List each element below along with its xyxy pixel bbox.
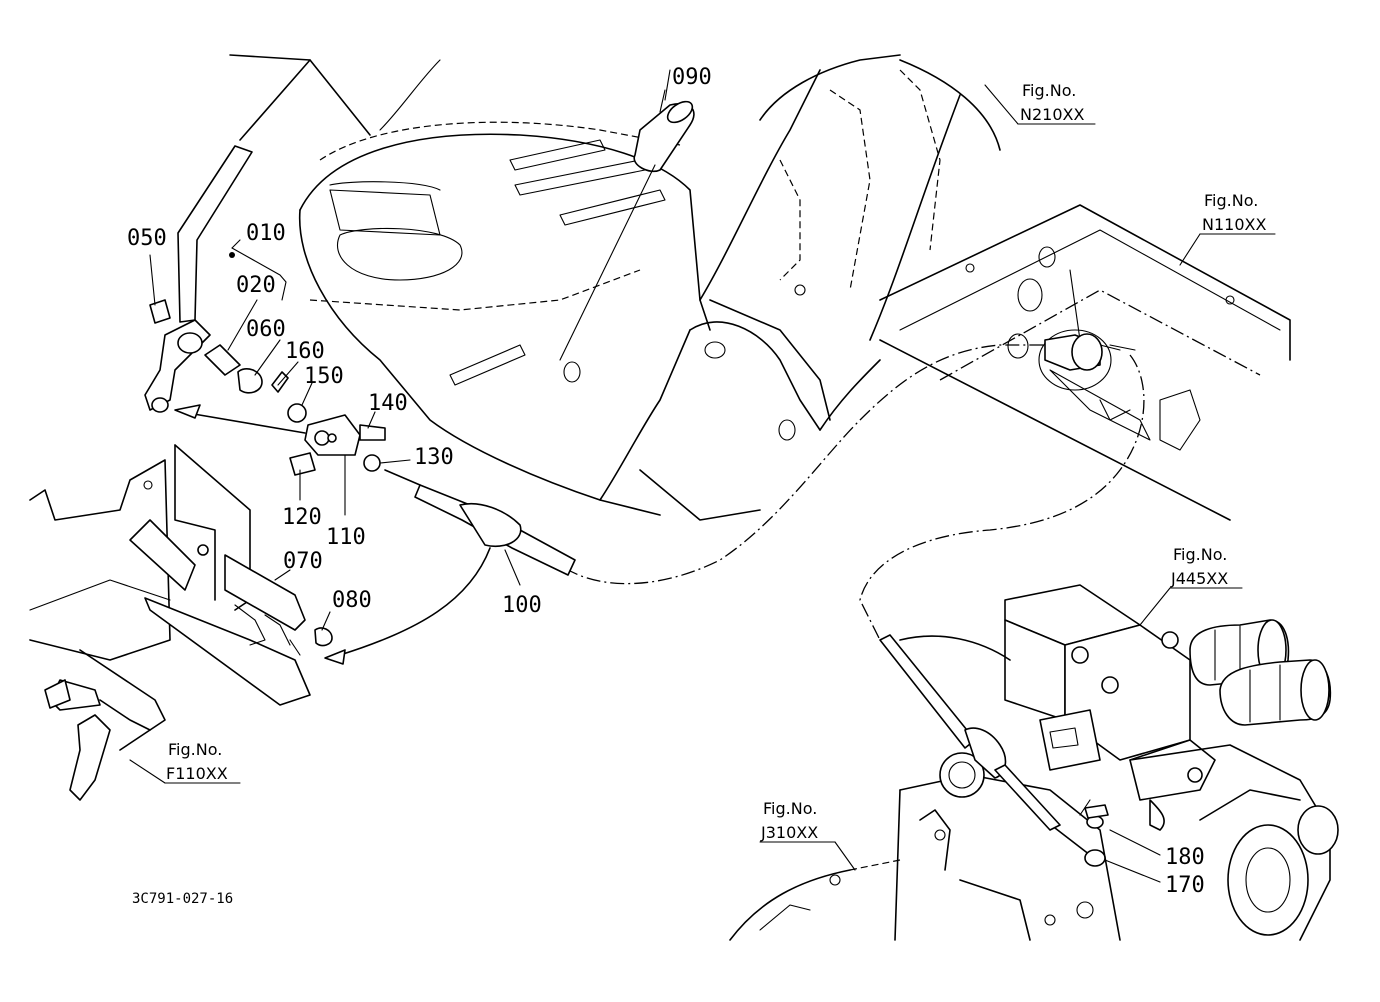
fig-ref-n110-code: N110XX xyxy=(1202,215,1266,234)
shift-knob-090 xyxy=(559,69,695,361)
figure-ref-leaders xyxy=(129,84,1276,871)
label-160: 160 xyxy=(285,339,325,364)
label-180: 180 xyxy=(1165,845,1205,870)
fig-ref-n110-title: Fig.No. xyxy=(1204,191,1258,210)
leader-lines xyxy=(149,89,1161,883)
label-070: 070 xyxy=(283,549,323,574)
cable-routing xyxy=(564,344,1145,641)
label-060: 060 xyxy=(246,317,286,342)
part-labels: 010 020 050 060 070 080 090 100 110 120 … xyxy=(127,65,1205,898)
fig-ref-f110-code: F110XX xyxy=(166,764,228,783)
bracket-pedal xyxy=(29,444,333,801)
label-170: 170 xyxy=(1165,873,1205,898)
label-130: 130 xyxy=(414,445,454,470)
label-140: 140 xyxy=(368,391,408,416)
fig-ref-n210-code: N210XX xyxy=(1020,105,1084,124)
fig-ref-j310-title: Fig.No. xyxy=(763,799,817,818)
label-150: 150 xyxy=(304,364,344,389)
transmission-housing xyxy=(729,635,1339,941)
label-100: 100 xyxy=(502,593,542,618)
valve-assembly xyxy=(1004,584,1332,831)
fig-ref-n210-title: Fig.No. xyxy=(1022,81,1076,100)
lever-assembly xyxy=(144,54,576,665)
figure-refs: Fig.No. N210XX Fig.No. N110XX Fig.No. J4… xyxy=(166,81,1266,842)
label-080: 080 xyxy=(332,588,372,613)
label-020: 020 xyxy=(236,273,276,298)
lower-cable-end xyxy=(879,634,1109,867)
label-120: 120 xyxy=(282,505,322,530)
rear-fender-outline xyxy=(699,54,1001,431)
label-110: 110 xyxy=(326,525,366,550)
fender-seat-outline xyxy=(298,121,831,521)
cable-grommet xyxy=(1007,329,1136,391)
fig-ref-f110-title: Fig.No. xyxy=(168,740,222,759)
label-010: 010 xyxy=(246,221,286,246)
drawing-code: 3C791-027-16 xyxy=(132,891,233,907)
platform-deck xyxy=(879,204,1291,521)
label-090: 090 xyxy=(672,65,712,90)
fig-ref-j445-code: J445XX xyxy=(1170,569,1228,588)
label-050: 050 xyxy=(127,226,167,251)
fig-ref-j310-code: J310XX xyxy=(760,823,818,842)
fig-ref-j445-title: Fig.No. xyxy=(1173,545,1227,564)
